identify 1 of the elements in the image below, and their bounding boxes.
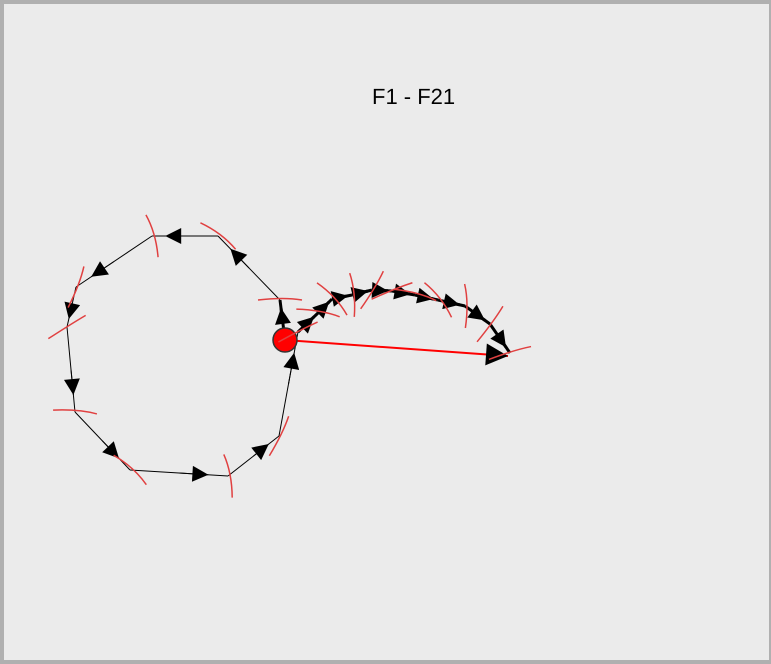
diagram-title: F1 - F21: [372, 84, 456, 110]
